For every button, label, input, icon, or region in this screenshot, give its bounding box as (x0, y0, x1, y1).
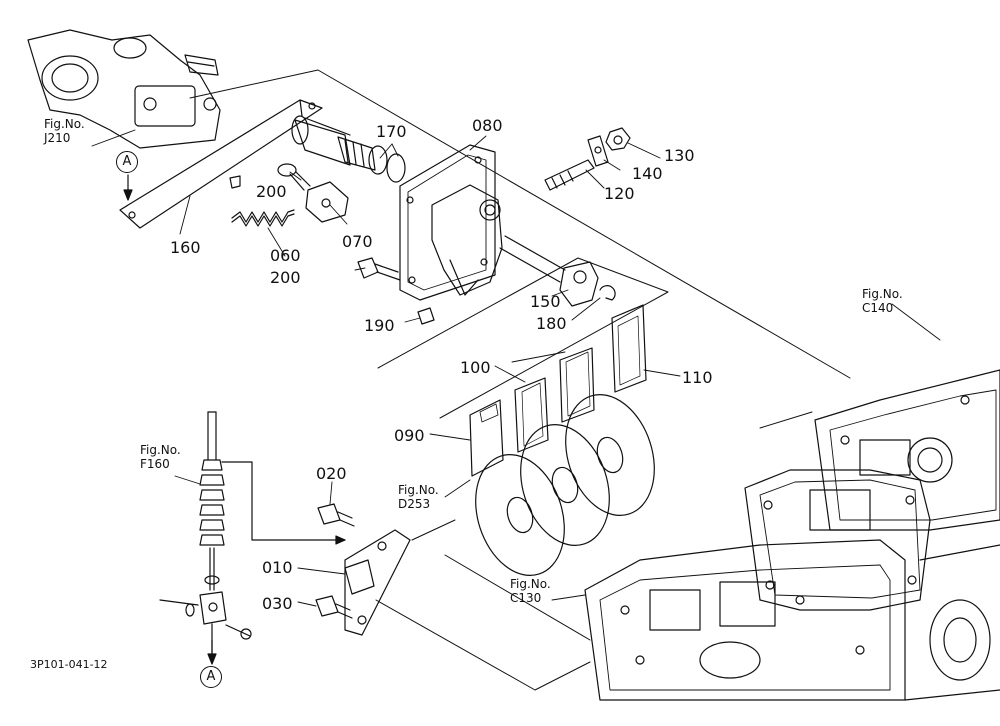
arrow-bottom-a (207, 639, 217, 665)
label-part-200-top: 200 (256, 182, 287, 201)
brake-cover-010 (344, 529, 411, 636)
lining-110 (611, 304, 647, 393)
figref-c140: Fig.No. C140 (862, 287, 903, 315)
cover-080 (399, 144, 503, 301)
leader-lines (91, 129, 941, 607)
bolt-200-bottom (357, 257, 401, 281)
figref-f160: Fig.No. F160 (140, 443, 181, 471)
label-part-130: 130 (664, 146, 695, 165)
plate-090 (469, 399, 504, 477)
label-part-070: 070 (342, 232, 373, 251)
bolt-200-top (277, 163, 311, 191)
label-part-200-bottom: 200 (270, 268, 301, 287)
marker-a-top: A (116, 151, 138, 173)
key-190 (417, 307, 435, 325)
label-part-020: 020 (316, 464, 347, 483)
label-part-160: 160 (170, 238, 201, 257)
brake-disc-3 (565, 394, 655, 516)
bolt-020 (317, 503, 355, 527)
label-part-090: 090 (394, 426, 425, 445)
marker-a-bottom: A (200, 666, 222, 688)
figref-c130: Fig.No. C130 (510, 577, 551, 605)
figref-d253: Fig.No. D253 (398, 483, 439, 511)
label-part-080: 080 (472, 116, 503, 135)
lever-150 (499, 235, 599, 307)
clip-180 (599, 285, 616, 301)
section-outline (189, 69, 851, 691)
lining-100-b (559, 347, 595, 423)
label-part-100: 100 (460, 358, 491, 377)
label-part-180: 180 (536, 314, 567, 333)
label-part-060: 060 (270, 246, 301, 265)
spring-060 (229, 175, 295, 227)
label-part-120: 120 (604, 184, 635, 203)
cable-f160 (159, 411, 252, 656)
housing-j210 (27, 29, 221, 149)
cable-routing-line (221, 461, 346, 545)
lining-100-a (514, 377, 549, 453)
bolt-030 (315, 595, 353, 619)
label-part-190: 190 (364, 316, 395, 335)
label-part-140: 140 (632, 164, 663, 183)
label-part-030: 030 (262, 594, 293, 613)
label-part-170: 170 (376, 122, 407, 141)
o-rings-170 (368, 145, 406, 183)
label-part-110: 110 (682, 368, 713, 387)
label-part-010: 010 (262, 558, 293, 577)
label-part-150: 150 (530, 292, 561, 311)
drawing-code: 3P101-041-12 (30, 658, 108, 671)
brake-disc-2 (520, 424, 610, 546)
transmission-housing (584, 369, 1000, 701)
rod-160 (119, 99, 376, 229)
arrow-top-a (123, 174, 133, 201)
brake-disc-1 (475, 454, 565, 576)
figref-j210: Fig.No. J210 (44, 117, 85, 145)
stud-assembly (544, 127, 631, 191)
bracket-070 (305, 181, 349, 223)
